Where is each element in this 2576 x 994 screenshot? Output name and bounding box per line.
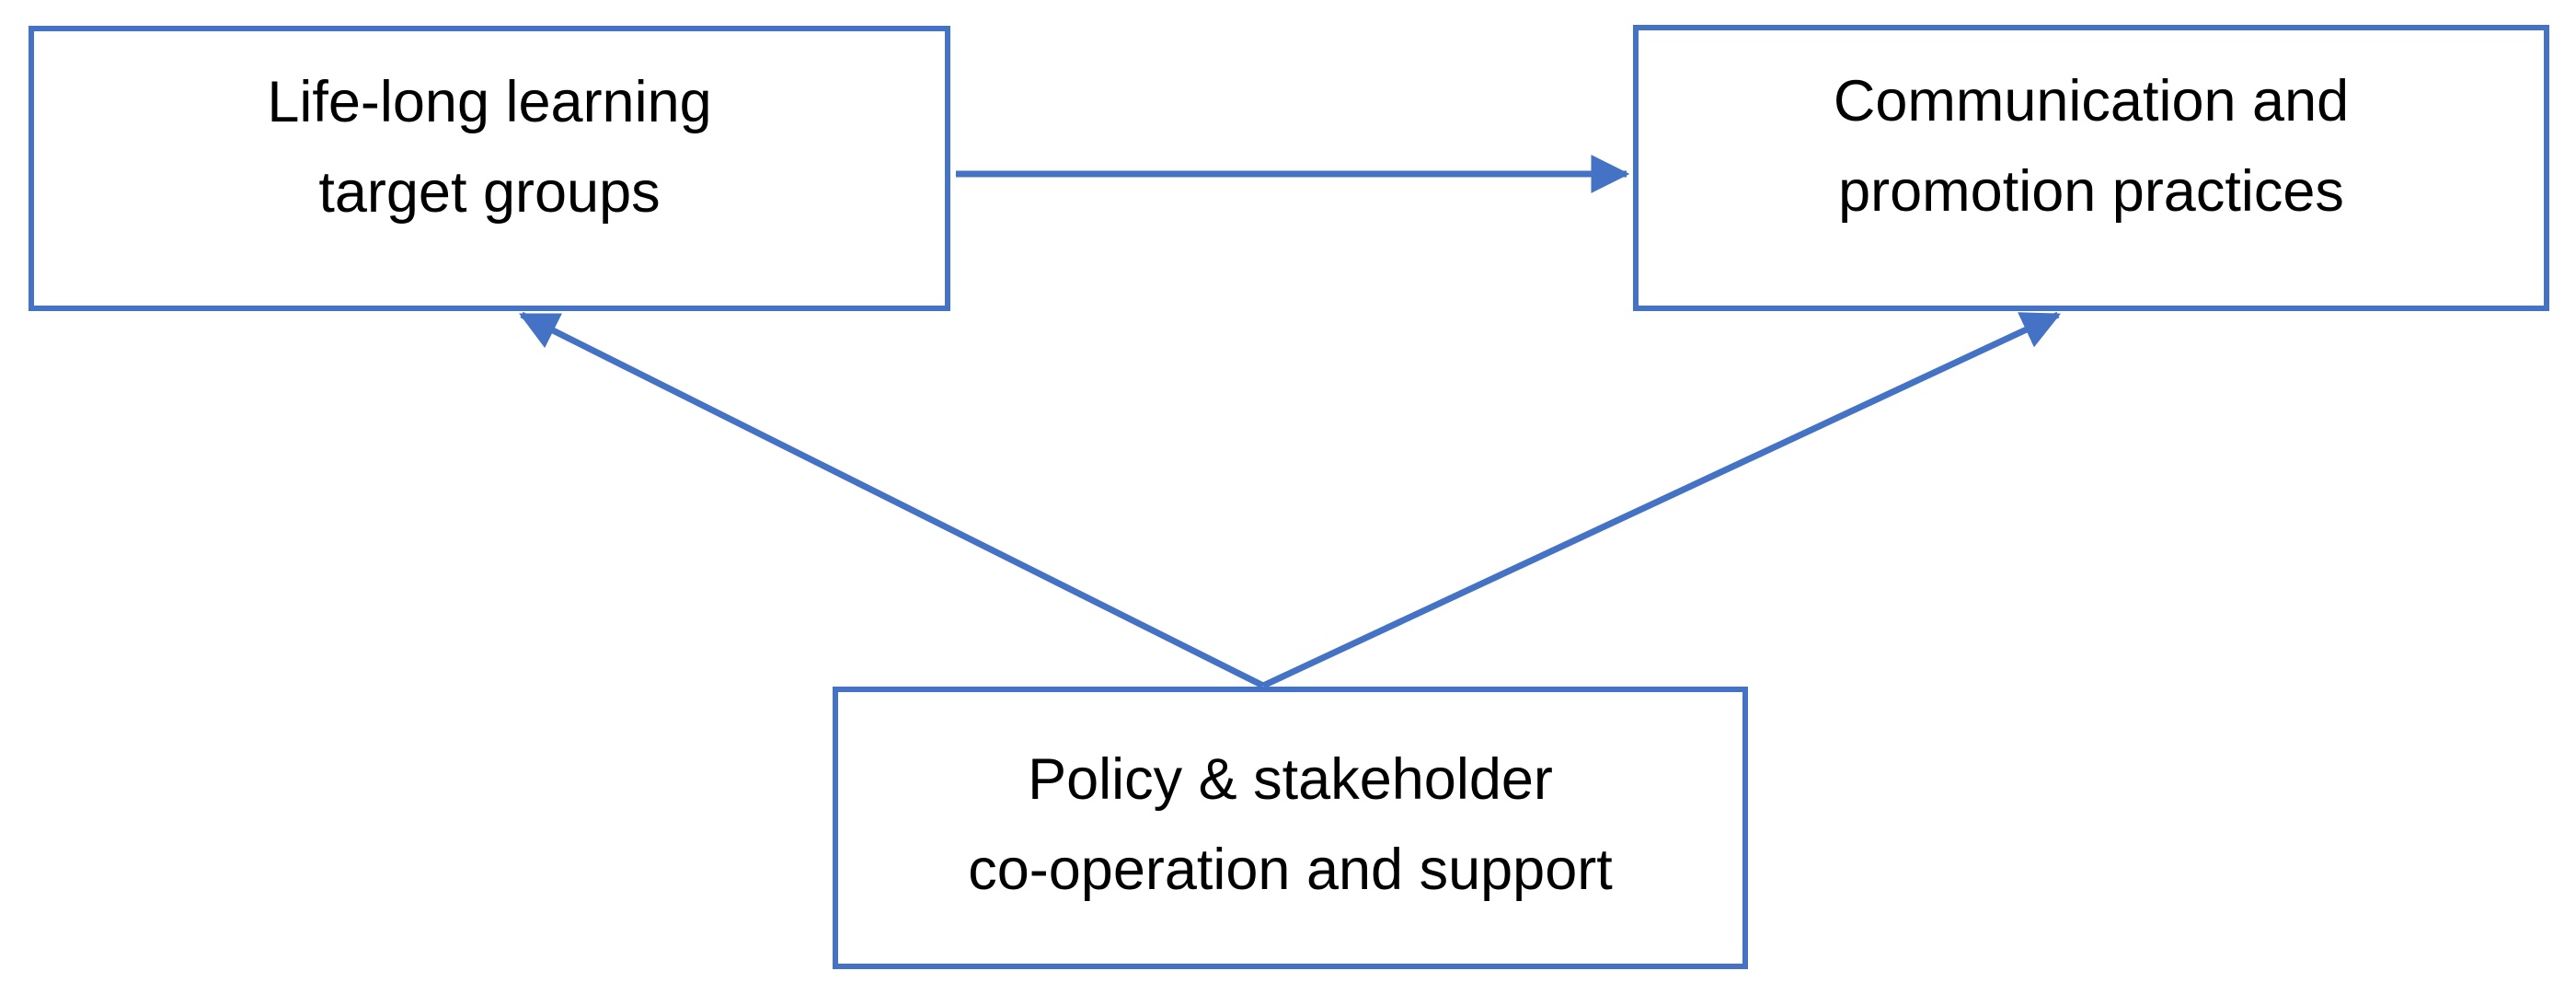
node-label-line: Life-long learning — [267, 70, 712, 134]
node-label-line: Policy & stakeholder — [1028, 747, 1553, 812]
arrow-policy-to-communication — [1261, 311, 2062, 689]
node-communication-promotion-practices: Communication and promotion practices — [1633, 25, 2549, 311]
arrow-policy-to-targetgroups — [518, 311, 1265, 689]
node-label-line: target groups — [318, 160, 661, 225]
node-label-line: Communication and — [1833, 69, 2350, 133]
node-lifelong-learning-target-groups: Life-long learning target groups — [29, 26, 950, 311]
node-label-line: co-operation and support — [968, 838, 1613, 902]
node-policy-stakeholder-cooperation: Policy & stakeholder co-operation and su… — [833, 687, 1748, 969]
node-label-line: promotion practices — [1838, 159, 2344, 224]
